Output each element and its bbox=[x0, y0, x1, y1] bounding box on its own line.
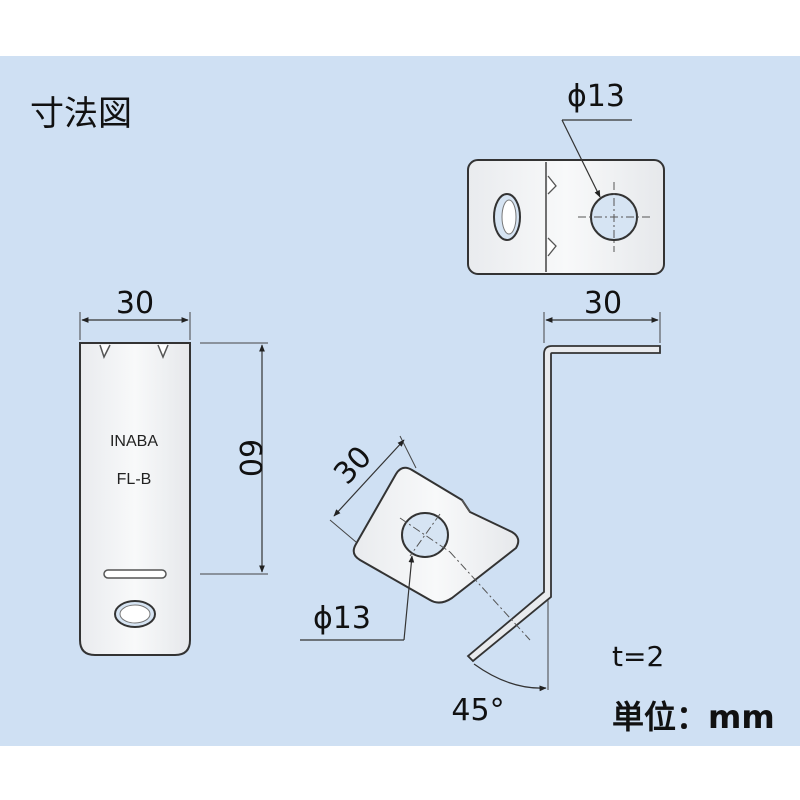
marking-model: FL-B bbox=[117, 471, 152, 488]
tilted-hole-leader bbox=[403, 555, 415, 641]
front-height-label: 60 bbox=[232, 439, 267, 477]
tilted-width-label: 30 bbox=[327, 440, 379, 492]
dimension-drawing: 寸法図 INABA FL-B 30 60 bbox=[30, 79, 775, 736]
unit-note: 単位：mm bbox=[612, 698, 775, 736]
front-width-label: 30 bbox=[116, 286, 154, 321]
thickness-note: t=2 bbox=[612, 640, 664, 673]
drawing-title: 寸法図 bbox=[30, 94, 132, 134]
tilted-hole bbox=[401, 512, 449, 558]
tilted-view: 30 ϕ13 bbox=[300, 435, 531, 641]
front-view: INABA FL-B 30 60 bbox=[79, 286, 268, 656]
drawing-panel: 寸法図 INABA FL-B 30 60 bbox=[0, 56, 800, 746]
tilted-width-dim-line bbox=[333, 439, 405, 517]
angle-arc bbox=[473, 663, 547, 692]
bend-slot bbox=[103, 569, 167, 579]
top-hole-label: ϕ13 bbox=[567, 79, 625, 114]
angle-label: 45° bbox=[451, 693, 504, 728]
marking-brand: INABA bbox=[110, 433, 158, 450]
top-plate bbox=[467, 159, 665, 275]
tilted-hole-label: ϕ13 bbox=[313, 601, 371, 636]
top-hole-leader bbox=[561, 119, 601, 198]
notch-left bbox=[99, 344, 111, 359]
top-view: ϕ13 bbox=[467, 79, 665, 275]
side-width-label: 30 bbox=[584, 286, 622, 321]
side-view: 30 45° bbox=[451, 286, 661, 728]
notch-right bbox=[157, 344, 169, 359]
side-profile bbox=[466, 345, 661, 663]
